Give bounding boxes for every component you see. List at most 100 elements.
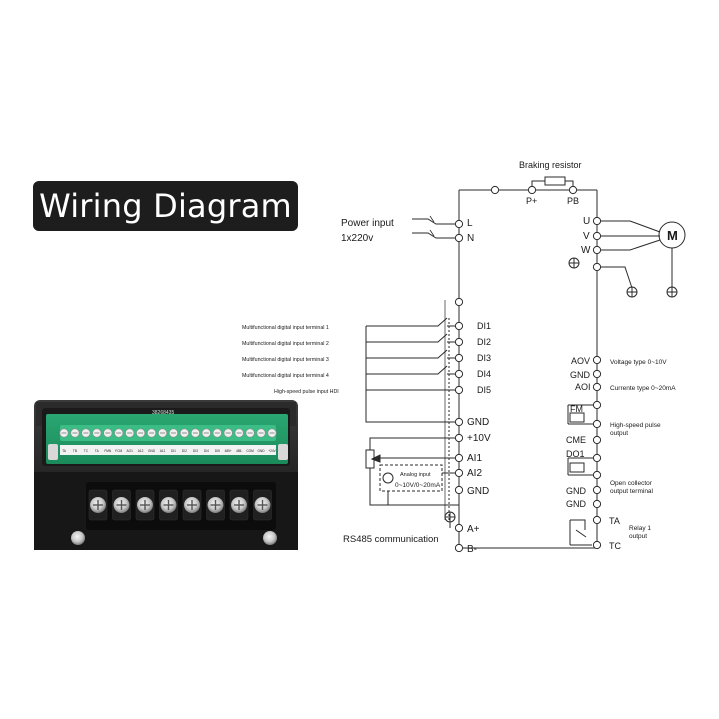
terminal-label: TA xyxy=(95,449,100,453)
terminal-label: GND xyxy=(258,449,266,453)
terminal-v-label: V xyxy=(583,231,590,242)
terminal-label: DI3 xyxy=(193,449,198,453)
terminal-node xyxy=(592,470,602,480)
terminal-gnd-4-label: GND xyxy=(566,486,587,496)
terminal-node xyxy=(454,417,464,427)
terminal-aov-label: AOV xyxy=(571,356,590,366)
terminal-node xyxy=(454,337,464,347)
terminal-node xyxy=(592,382,602,392)
title-banner: Wiring Diagram xyxy=(33,181,298,231)
terminal-label: DI1 xyxy=(171,449,176,453)
terminal-di1-label: DI1 xyxy=(477,321,491,331)
terminal-label: DI5 xyxy=(215,449,220,453)
power-voltage-label: 1x220v xyxy=(341,233,373,244)
terminal-gnd-3-label: GND xyxy=(570,370,591,380)
terminal-label: DI2 xyxy=(182,449,187,453)
terminal-node xyxy=(454,297,464,307)
terminal-node xyxy=(592,400,602,410)
terminal-label: A12 xyxy=(138,449,144,453)
terminal-aoi-label: AOI xyxy=(575,382,591,392)
terminal-di4-label: DI4 xyxy=(477,369,491,379)
open-collector-label-2: output terminal xyxy=(610,488,654,495)
terminal-node xyxy=(454,433,464,443)
analog-input-title: Analog input xyxy=(400,472,431,478)
terminal-di5-label: DI5 xyxy=(477,385,491,395)
pulse-output-label-1: High-speed pulse xyxy=(610,422,661,429)
ground-icon xyxy=(666,286,678,298)
terminal-node xyxy=(592,355,602,365)
terminal-label: TB xyxy=(73,449,77,453)
terminal-pb-label: PB xyxy=(567,196,579,206)
voltage-type-label: Voltage type 0~10V xyxy=(610,359,667,366)
terminal-node xyxy=(592,216,602,226)
mounting-screw-right xyxy=(263,531,277,545)
motor-label: M xyxy=(667,228,678,243)
terminal-node xyxy=(454,385,464,395)
terminal-fm-label: FM xyxy=(570,404,583,414)
terminal-node xyxy=(592,515,602,525)
open-collector-label-1: Open collector xyxy=(610,480,653,487)
terminal-node xyxy=(454,453,464,463)
terminal-ta-label: TA xyxy=(609,516,620,526)
terminal-10v-label: +10V xyxy=(467,433,491,444)
terminal-label: TA xyxy=(62,449,67,453)
terminal-label: 485- xyxy=(236,449,242,453)
terminal-label: GND xyxy=(148,449,156,453)
terminal-node xyxy=(592,231,602,241)
terminal-node xyxy=(592,499,602,509)
terminal-node xyxy=(592,245,602,255)
open-collector-optocoupler xyxy=(569,462,585,473)
terminal-l-label: L xyxy=(467,218,473,229)
terminal-node xyxy=(454,523,464,533)
terminal-node xyxy=(454,369,464,379)
power-input-label: Power input xyxy=(341,218,394,229)
digital-input-2-description: Multifunctional digital input terminal 2 xyxy=(242,341,329,347)
relay-contact-symbol xyxy=(575,529,587,538)
braking-resistor-label: Braking resistor xyxy=(519,160,582,170)
analog-input-box xyxy=(379,464,443,492)
terminal-node xyxy=(490,185,500,195)
terminal-node xyxy=(454,353,464,363)
terminal-a-plus-label: A+ xyxy=(467,524,480,535)
upper-terminal-screws xyxy=(59,428,277,438)
terminal-node xyxy=(568,185,578,195)
power-terminal-screws xyxy=(88,489,272,521)
terminal-label: TC xyxy=(84,449,89,453)
terminal-cme-label: CME xyxy=(566,435,586,445)
digital-input-4-description: Multifunctional digital input terminal 4 xyxy=(242,373,329,379)
terminal-node xyxy=(527,185,537,195)
pulse-output-optocoupler xyxy=(569,412,585,423)
mounting-screw-left xyxy=(71,531,85,545)
terminal-label: +24V xyxy=(268,449,276,453)
digital-input-3-description: Multifunctional digital input terminal 3 xyxy=(242,357,329,363)
terminal-node xyxy=(592,540,602,550)
terminal-node xyxy=(454,233,464,243)
terminal-node xyxy=(592,485,602,495)
terminal-node xyxy=(454,543,464,553)
terminal-do1-label: DO1 xyxy=(566,449,585,459)
terminal-label: DI4 xyxy=(204,449,209,453)
terminal-node xyxy=(592,262,602,272)
terminal-label: 485+ xyxy=(225,449,232,453)
terminal-label: A11 xyxy=(160,449,166,453)
terminal-label: AO1 xyxy=(126,449,133,453)
terminal-node xyxy=(592,435,602,445)
terminal-p-plus-label: P+ xyxy=(526,196,537,206)
terminal-ai2-label: AI2 xyxy=(467,468,482,479)
terminal-label: FMN xyxy=(104,449,112,453)
terminal-n-label: N xyxy=(467,233,474,244)
rs485-label: RS485 communication xyxy=(343,534,439,545)
terminal-node xyxy=(454,485,464,495)
current-type-label: Currente type 0~20mA xyxy=(610,385,676,392)
terminal-label: COM xyxy=(246,449,254,453)
terminal-label: FCM xyxy=(115,449,122,453)
terminal-w-label: W xyxy=(581,245,591,256)
terminal-node xyxy=(454,219,464,229)
terminal-b-minus-label: B- xyxy=(467,544,477,555)
terminal-node xyxy=(592,453,602,463)
terminal-node xyxy=(592,419,602,429)
terminal-u-label: U xyxy=(583,216,590,227)
